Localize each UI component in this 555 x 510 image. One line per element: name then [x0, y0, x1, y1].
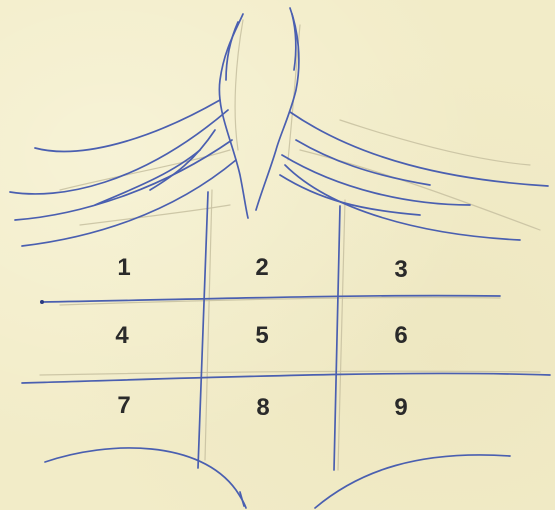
- pencil-guidelines: [40, 20, 540, 470]
- bottom-left-curve: [45, 448, 246, 508]
- region-label-3: 3: [394, 258, 407, 282]
- left-vertical-line: [198, 192, 208, 468]
- bottom-right-curve: [315, 455, 510, 508]
- region-label-6: 6: [394, 324, 407, 348]
- right-wing-strokes: [280, 112, 548, 240]
- region-label-2: 2: [255, 256, 268, 280]
- bottom-curves: [45, 448, 510, 508]
- region-label-1: 1: [117, 256, 130, 280]
- region-label-8: 8: [256, 396, 269, 420]
- vertical-grid-lines: [198, 192, 340, 470]
- lower-horizontal-line: [22, 373, 550, 383]
- region-label-4: 4: [115, 324, 128, 348]
- left-wing-strokes: [10, 100, 236, 246]
- region-label-7: 7: [117, 394, 130, 418]
- region-label-5: 5: [255, 324, 268, 348]
- neck-outline: [219, 8, 299, 218]
- line-start-dot: [40, 300, 44, 304]
- horizontal-grid-lines: [22, 296, 550, 383]
- region-label-9: 9: [394, 396, 407, 420]
